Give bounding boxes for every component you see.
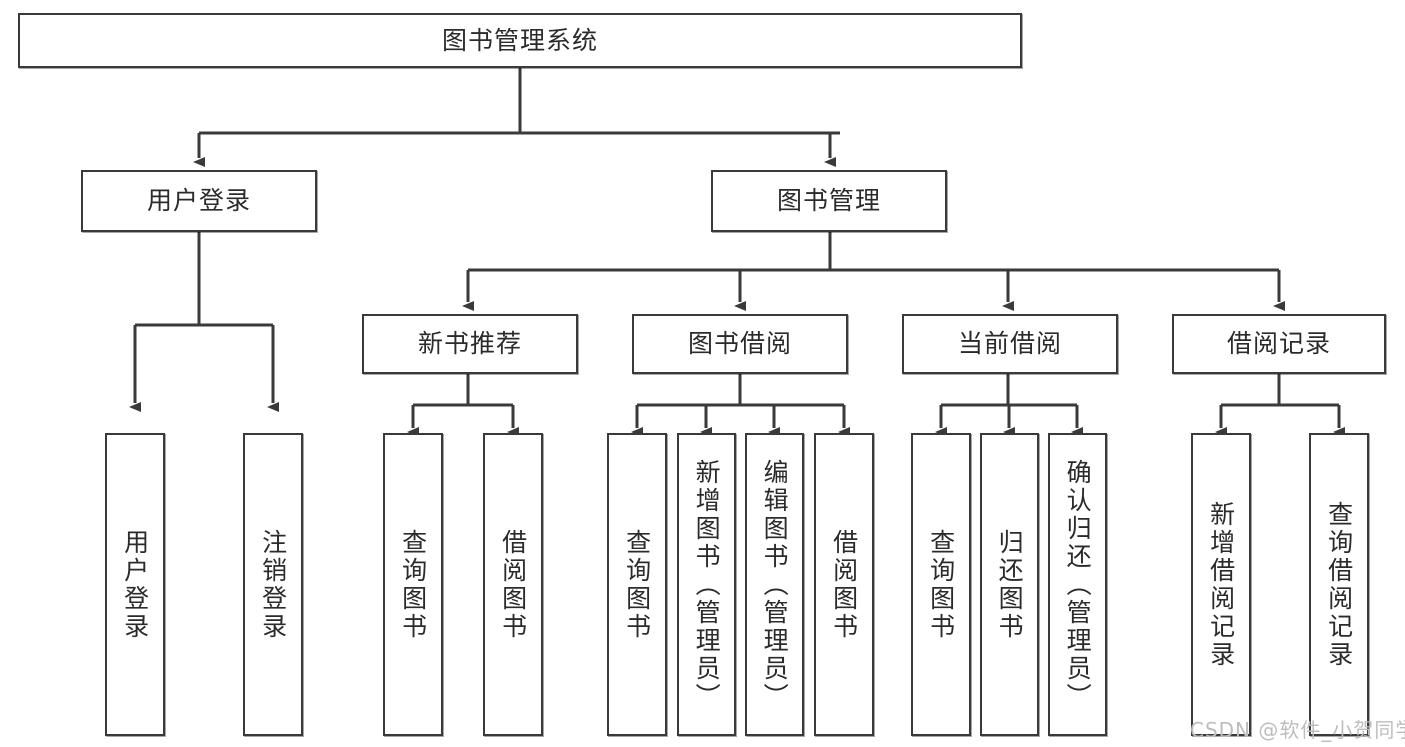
node-leaf-borrow-edit-book-label: 编辑图书（管理员） [760, 458, 790, 711]
node-leaf-rec-query-record-label: 查询借阅记录 [1324, 500, 1354, 669]
node-book-manage-label: 图书管理 [776, 186, 881, 216]
node-current-borrow-label: 当前借阅 [957, 329, 1062, 359]
node-leaf-rec-query-record[interactable]: 查询借阅记录 [1309, 433, 1369, 736]
node-leaf-borrow-borrow-book[interactable]: 借阅图书 [814, 433, 874, 736]
node-book-borrow-label: 图书借阅 [687, 329, 792, 359]
node-leaf-borrow-query-book-label: 查询图书 [622, 528, 652, 641]
node-borrow-record-label: 借阅记录 [1226, 329, 1331, 359]
node-leaf-user-logout-label: 注销登录 [258, 528, 288, 641]
node-borrow-record[interactable]: 借阅记录 [1172, 314, 1386, 374]
node-leaf-cur-return-book-label: 归还图书 [995, 528, 1025, 641]
node-leaf-rec-add-record[interactable]: 新增借阅记录 [1191, 433, 1251, 736]
node-user-login-label: 用户登录 [146, 186, 251, 216]
node-leaf-borrow-edit-book[interactable]: 编辑图书（管理员） [745, 433, 804, 736]
node-leaf-rec-query-book[interactable]: 查询图书 [383, 433, 443, 736]
node-new-book-rec-label: 新书推荐 [417, 329, 522, 359]
node-leaf-user-login[interactable]: 用户登录 [105, 433, 165, 736]
node-leaf-rec-borrow-book-label: 借阅图书 [498, 528, 528, 641]
node-leaf-rec-query-book-label: 查询图书 [398, 528, 428, 641]
node-leaf-cur-confirm-return[interactable]: 确认归还（管理员） [1048, 433, 1107, 736]
node-leaf-borrow-query-book[interactable]: 查询图书 [607, 433, 667, 736]
node-book-manage[interactable]: 图书管理 [711, 170, 947, 232]
node-root-label: 图书管理系统 [441, 25, 598, 55]
node-leaf-user-logout[interactable]: 注销登录 [243, 433, 303, 736]
node-root[interactable]: 图书管理系统 [18, 13, 1022, 68]
node-leaf-rec-add-record-label: 新增借阅记录 [1206, 500, 1236, 669]
node-current-borrow[interactable]: 当前借阅 [902, 314, 1118, 374]
node-leaf-cur-confirm-return-label: 确认归还（管理员） [1063, 458, 1093, 711]
node-book-borrow[interactable]: 图书借阅 [632, 314, 848, 374]
node-leaf-cur-query-book-label: 查询图书 [926, 528, 956, 641]
node-leaf-cur-query-book[interactable]: 查询图书 [911, 433, 971, 736]
node-leaf-borrow-add-book[interactable]: 新增图书（管理员） [677, 433, 736, 736]
node-leaf-rec-borrow-book[interactable]: 借阅图书 [483, 433, 543, 736]
node-user-login[interactable]: 用户登录 [81, 170, 317, 232]
node-leaf-cur-return-book[interactable]: 归还图书 [980, 433, 1039, 736]
node-leaf-borrow-add-book-label: 新增图书（管理员） [692, 458, 722, 711]
node-leaf-user-login-label: 用户登录 [120, 528, 150, 641]
csdn-watermark: CSDN @软件_小贺同学 [1190, 718, 1405, 742]
node-leaf-borrow-borrow-book-label: 借阅图书 [829, 528, 859, 641]
node-new-book-rec[interactable]: 新书推荐 [362, 314, 578, 374]
